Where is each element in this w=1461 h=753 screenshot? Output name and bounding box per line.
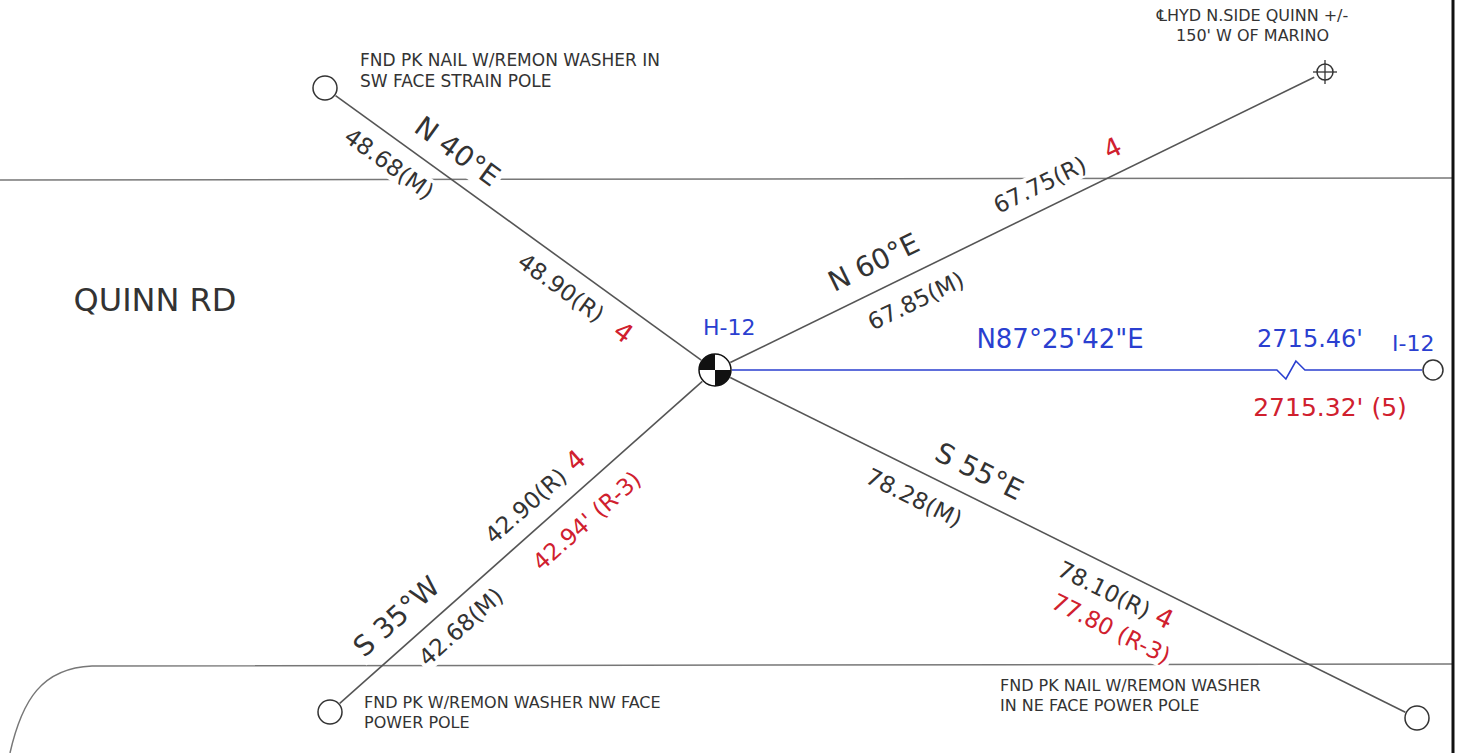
pk-nail-point-symbol	[1404, 705, 1430, 731]
point-description: FND PK NAIL W/REMON WASHER IN SW FACE ST…	[360, 50, 670, 93]
record-distance: 67.75(R)	[987, 149, 1094, 219]
pk-nail-point: FND PK NAIL W/REMON WASHER IN NE FACE PO…	[1404, 705, 1430, 731]
tie-line	[732, 361, 1422, 379]
monument-ring	[699, 354, 731, 386]
pk-nail-point: FND PK NAIL W/REMON WASHER IN SW FACE ST…	[312, 75, 338, 101]
monument-quadrant	[715, 370, 731, 386]
reference-number: 4	[1096, 130, 1129, 167]
pk-nail-point: FND PK W/REMON WASHER NW FACE POWER POLE	[317, 699, 343, 725]
section-corner-point: I-12	[1422, 359, 1444, 381]
hydrant-point: ℄HYD N.SIDE QUINN +/- 150' W OF MARINO	[1313, 60, 1337, 84]
hydrant-point-symbol	[1313, 60, 1337, 84]
point-description: FND PK NAIL W/REMON WASHER IN NE FACE PO…	[1000, 676, 1280, 716]
point-ring	[1405, 706, 1429, 730]
point-ring	[318, 700, 342, 724]
pk-nail-point-symbol	[317, 699, 343, 725]
tie-line	[730, 378, 1405, 713]
monument-quadrant	[699, 354, 715, 370]
hydrant-cross	[1324, 60, 1325, 84]
tie-line	[730, 77, 1314, 362]
point-ring	[313, 76, 337, 100]
record-distance: 2715.32' (5)	[1250, 394, 1410, 423]
sheet-border	[1452, 0, 1455, 753]
street-name: QUINN RD	[71, 282, 240, 319]
section-corner-monument: H-12	[698, 353, 732, 387]
point-description: I-12	[1392, 330, 1434, 358]
point-ring	[1423, 360, 1443, 380]
road-edge-line	[10, 664, 1452, 753]
tie-line	[336, 96, 702, 360]
calculated-distance: 2715.46'	[1254, 326, 1366, 354]
pk-nail-point-symbol	[312, 75, 338, 101]
point-description: ℄HYD N.SIDE QUINN +/- 150' W OF MARINO	[1140, 6, 1365, 46]
bearing-label: N87°25'42"E	[973, 325, 1146, 355]
reference-number: 4	[605, 314, 641, 351]
point-description: H-12	[703, 314, 755, 342]
section-corner-monument-symbol	[698, 353, 732, 387]
point-description: FND PK W/REMON WASHER NW FACE POWER POLE	[364, 693, 694, 733]
section-corner-point-symbol	[1422, 359, 1444, 381]
record-distance: 48.90(R)	[510, 246, 611, 329]
tie-line	[340, 381, 703, 703]
road-edge-line	[0, 178, 1452, 180]
